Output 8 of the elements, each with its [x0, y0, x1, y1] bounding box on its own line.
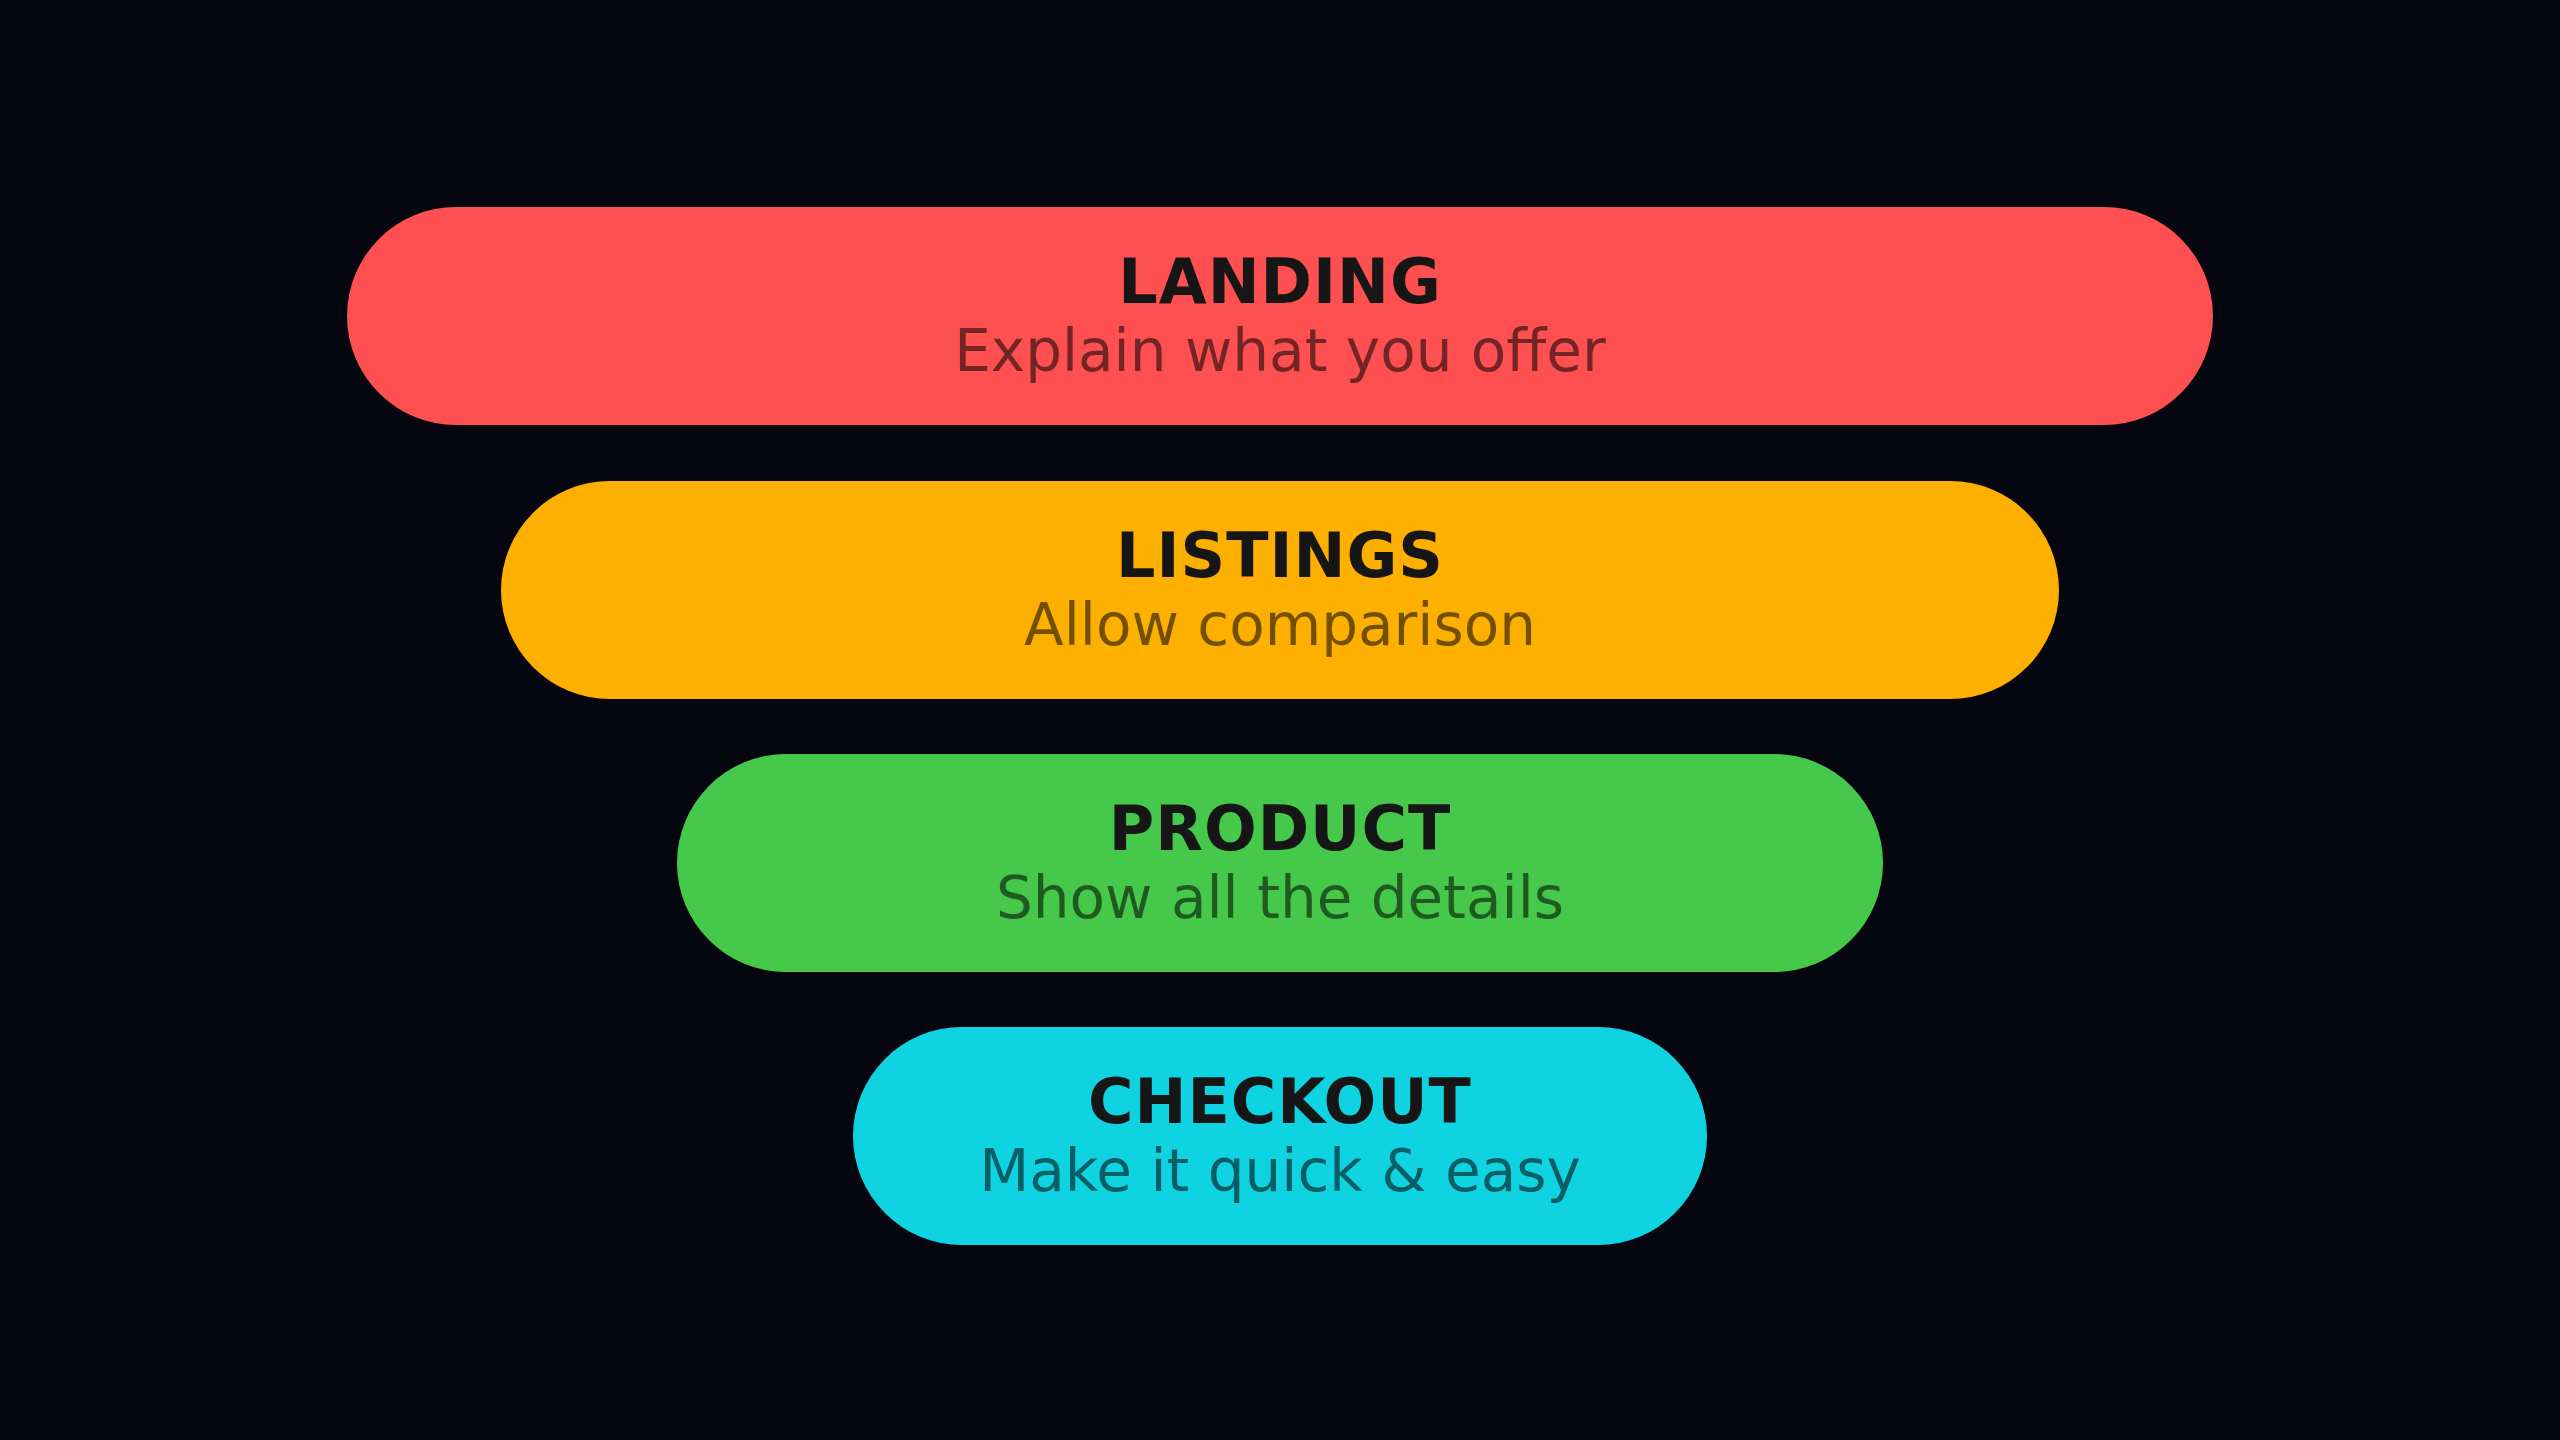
stage-description: Show all the details — [996, 863, 1564, 934]
stage-title: LISTINGS — [1116, 519, 1444, 591]
stage-title: LANDING — [1118, 245, 1442, 317]
stage-title: CHECKOUT — [1088, 1065, 1472, 1137]
stage-title: PRODUCT — [1108, 792, 1452, 864]
stage-description: Make it quick & easy — [979, 1136, 1581, 1207]
stage-description: Explain what you offer — [954, 316, 1606, 387]
stage-description: Allow comparison — [1024, 590, 1536, 661]
